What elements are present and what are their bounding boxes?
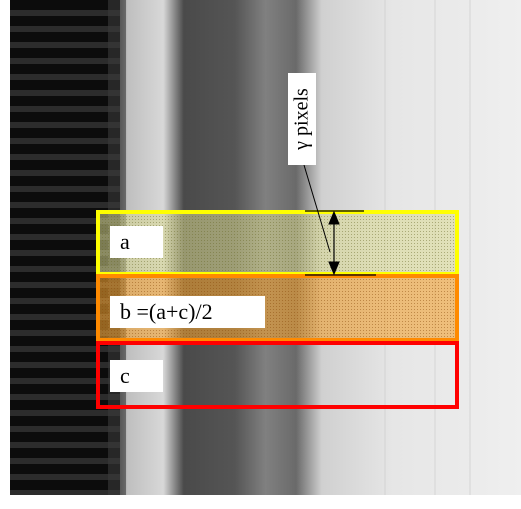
gamma-leader-line: [303, 164, 331, 253]
band-b-label-text: b =(a+c)/2: [120, 299, 213, 324]
band-a-label-text: a: [120, 229, 130, 254]
band-b-label: b =(a+c)/2: [110, 296, 265, 328]
gamma-label-text: γ pixels: [290, 88, 313, 150]
band-c-box: [96, 341, 459, 409]
band-c-label: c: [110, 360, 163, 392]
gamma-label: γ pixels: [288, 73, 316, 165]
gamma-dimension: [303, 164, 376, 276]
band-b-box: [96, 274, 459, 342]
band-c-label-text: c: [120, 363, 130, 388]
band-a-label: a: [110, 226, 163, 258]
